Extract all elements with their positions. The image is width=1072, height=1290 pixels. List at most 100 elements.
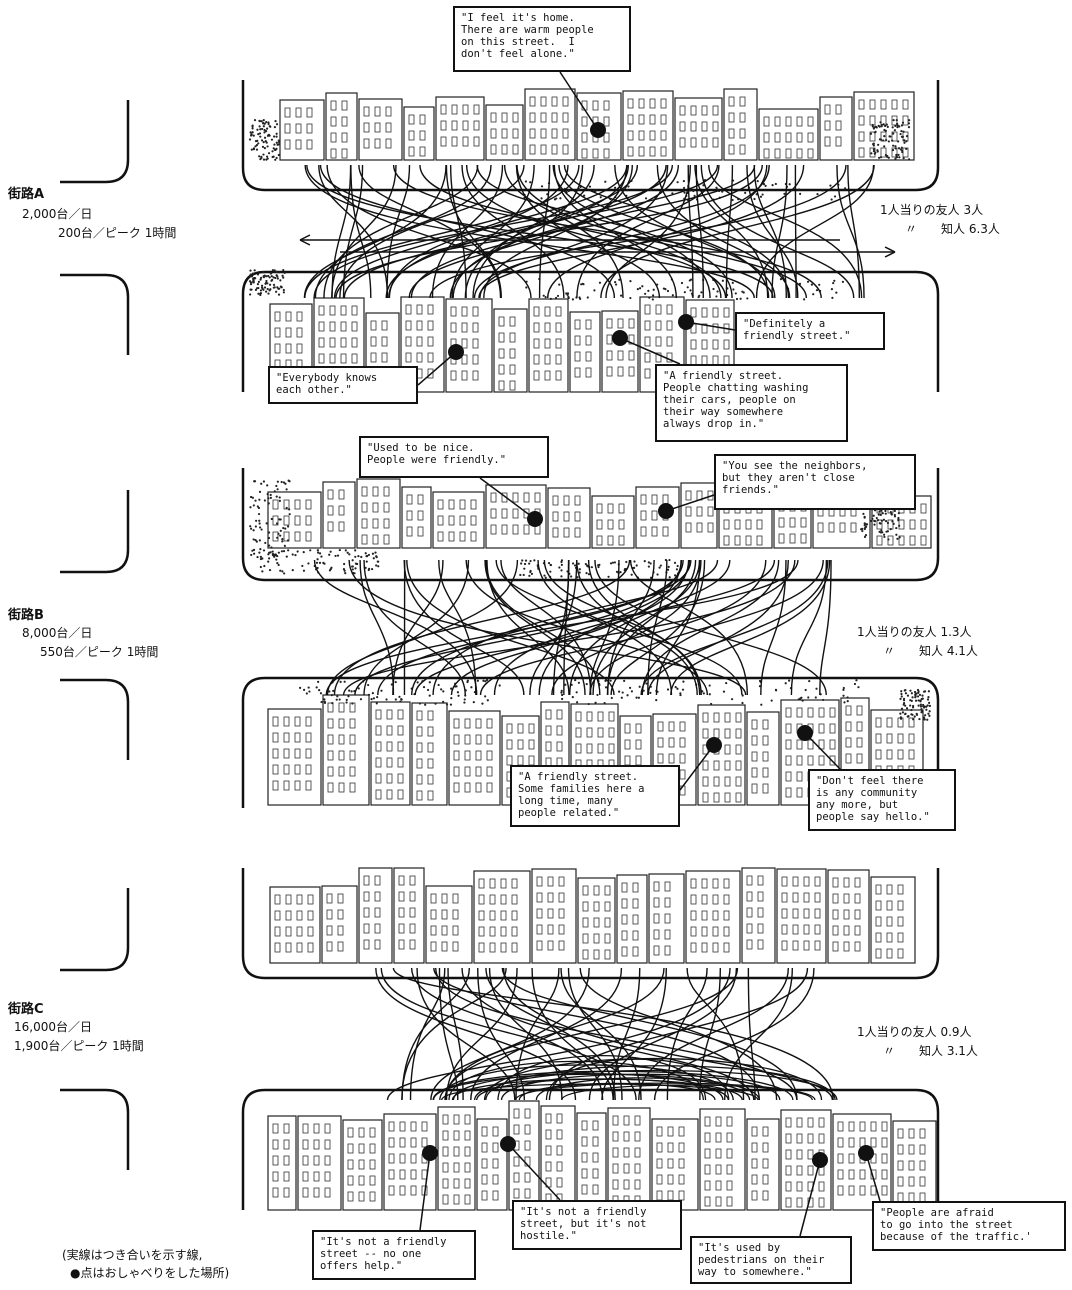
stipple-dot (671, 294, 674, 297)
building-window (803, 908, 810, 919)
building-window (545, 1145, 552, 1156)
building-window (621, 882, 628, 893)
stipple-dot (902, 157, 905, 160)
stipple-dot (741, 290, 744, 293)
stipple-dot (549, 570, 552, 573)
building-window (337, 893, 344, 904)
building-window (856, 737, 863, 748)
stipple-dot (368, 567, 371, 570)
building-window (512, 524, 519, 535)
stipple-dot (549, 297, 552, 300)
building-window (726, 1132, 733, 1143)
building-window (597, 743, 604, 754)
stipple-dot (897, 153, 900, 156)
stipple-dot (254, 288, 258, 291)
stipple-dot (922, 690, 926, 693)
stipple-dot (897, 512, 900, 515)
quote-box-no-help: "It's not a friendly street -- no one of… (312, 1230, 476, 1280)
building-window (327, 702, 334, 713)
stipple-dot (674, 686, 677, 689)
building-window (397, 789, 404, 800)
stipple-dot (282, 526, 285, 530)
building-window (427, 742, 434, 753)
stipple-dot (257, 142, 260, 145)
building-window (696, 522, 703, 533)
stipple-dot (630, 573, 633, 576)
stipple-dot (282, 276, 285, 279)
stipple-dot (521, 559, 524, 562)
stipple-dot (267, 502, 270, 505)
building-window (859, 1169, 866, 1180)
stipple-dot (274, 158, 277, 161)
building-window (690, 105, 697, 116)
building-window (574, 351, 581, 362)
stipple-dot (252, 538, 255, 541)
building-window (512, 508, 519, 519)
building-window (653, 929, 660, 940)
building-window (498, 332, 505, 343)
building-window (416, 790, 423, 801)
stipple-dot (891, 520, 894, 523)
connection-line (451, 164, 535, 299)
stipple-dot (272, 283, 276, 286)
stipple-dot (628, 686, 632, 689)
stipple-dot (842, 694, 845, 697)
stipple-dot (354, 549, 357, 552)
connection-line (319, 164, 616, 299)
stipple-dot (260, 482, 263, 485)
building-window (723, 878, 730, 889)
building-window (283, 1123, 290, 1134)
stipple-dot (900, 692, 903, 696)
building-window (724, 744, 731, 755)
building-window (459, 531, 466, 542)
building-window (627, 146, 634, 157)
stipple-dot (876, 149, 879, 152)
block-outline (241, 270, 940, 392)
building-window (489, 910, 496, 921)
building-window (409, 875, 416, 886)
building-window (442, 1162, 449, 1173)
building-window (398, 923, 405, 934)
building-window (464, 734, 471, 745)
building-window (533, 322, 540, 333)
building-window (829, 739, 836, 750)
stipple-dot (250, 527, 253, 530)
curb-bracket (60, 100, 130, 184)
stipple-dot (576, 576, 579, 579)
building-window (511, 926, 518, 937)
connection-line (461, 164, 565, 299)
building (432, 491, 485, 549)
connection-line (343, 164, 630, 299)
stipple-dot (256, 283, 260, 286)
building-window (800, 517, 807, 528)
stipple-dot (338, 548, 341, 552)
building-window (701, 105, 708, 116)
building-window (585, 335, 592, 346)
building-window (558, 892, 565, 903)
building-window (843, 941, 850, 952)
building-window (644, 304, 651, 315)
stipple-dot (815, 687, 818, 690)
building-window (869, 131, 876, 142)
building-window (818, 755, 825, 766)
stipple-dot (264, 541, 267, 545)
building-window (707, 506, 714, 517)
building-window (547, 892, 554, 903)
stipple-dot (689, 278, 693, 281)
stipple-dot (272, 276, 275, 279)
building-window (274, 894, 281, 905)
building-window (854, 925, 861, 936)
building-window (763, 148, 770, 159)
conversation-dot (590, 122, 606, 138)
building-window (644, 352, 651, 363)
building-window (513, 1156, 520, 1167)
building-window (757, 907, 764, 918)
building-window (294, 499, 301, 510)
building-window (712, 339, 719, 350)
stipple-dot (266, 157, 269, 160)
leader-line (479, 477, 536, 520)
stipple-dot (533, 559, 536, 562)
building-window (824, 136, 831, 147)
building-window (604, 933, 611, 944)
stipple-dot (897, 147, 901, 150)
